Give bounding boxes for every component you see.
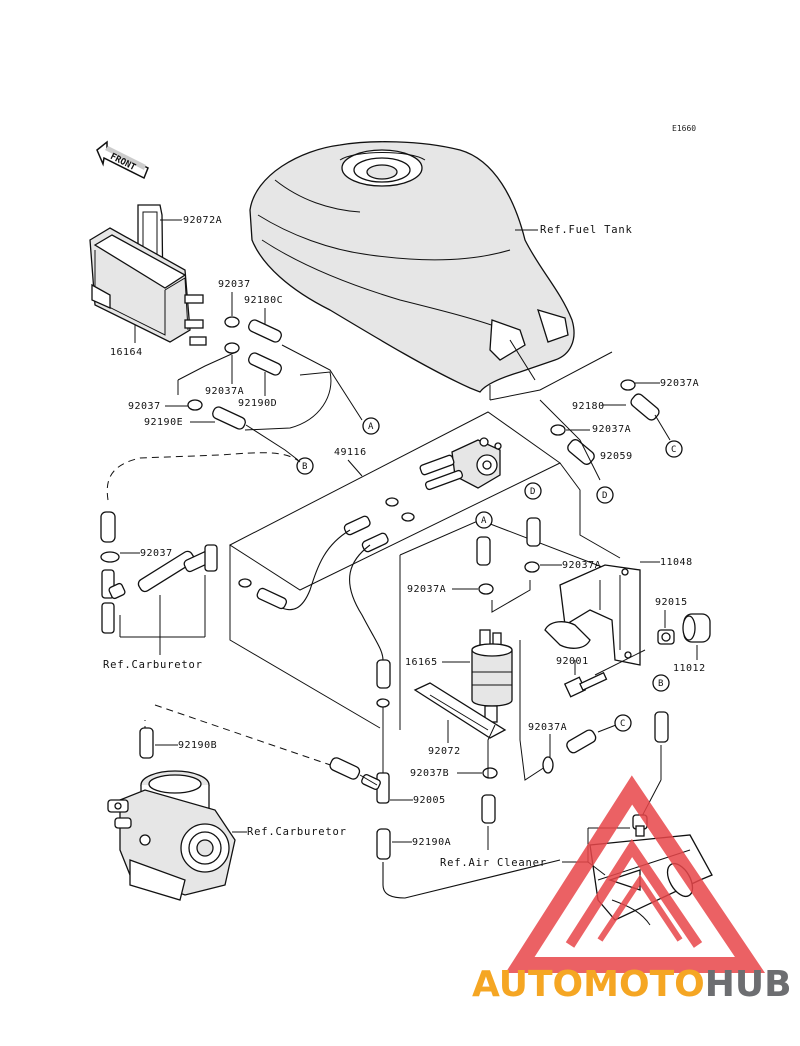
label-92190E: 92190E <box>144 417 183 428</box>
label-92072: 92072 <box>428 746 461 757</box>
svg-text:B: B <box>302 462 307 472</box>
front-arrow-icon: FRONT <box>96 140 149 180</box>
connector-A-top: A <box>362 417 380 435</box>
label-92015: 92015 <box>655 597 688 608</box>
label-92190A: 92190A <box>412 837 451 848</box>
label-92037-mid: 92037 <box>128 401 161 412</box>
cap-11012 <box>682 613 711 643</box>
fuel-tank <box>249 141 575 400</box>
label-ref-carburetor-1: Ref.Carburetor <box>103 659 203 671</box>
label-ref-air-cleaner: Ref.Air Cleaner <box>440 857 547 869</box>
label-16165: 16165 <box>405 657 438 668</box>
svg-text:C: C <box>671 445 676 455</box>
connector-A-mid: A <box>475 511 493 529</box>
label-92072A: 92072A <box>183 215 222 226</box>
label-92037A-c2: 92037A <box>407 584 446 595</box>
label-92190B: 92190B <box>178 740 217 751</box>
label-ref-fuel-tank: Ref.Fuel Tank <box>540 224 633 236</box>
svg-text:A: A <box>368 422 374 432</box>
clamp-icon <box>187 316 240 411</box>
clamp-icon <box>524 561 540 573</box>
clamp-icon <box>550 424 566 436</box>
clamp-icon <box>100 551 120 563</box>
clamp-icon <box>376 698 390 708</box>
hose-segments <box>100 319 282 543</box>
svg-text:B: B <box>658 679 663 689</box>
label-92037A-c: 92037A <box>562 560 601 571</box>
svg-text:A: A <box>481 516 487 526</box>
label-49116: 49116 <box>334 447 367 458</box>
connector-B-right: B <box>652 674 670 692</box>
fuel-cock-49116 <box>419 437 502 491</box>
label-92037A-tr2: 92037A <box>592 424 631 435</box>
fuel-pump-16165 <box>471 629 513 723</box>
connector-C-low: C <box>614 714 632 732</box>
diagram-code: E1660 <box>672 124 696 133</box>
svg-text:C: C <box>620 719 625 729</box>
label-92180: 92180 <box>572 401 605 412</box>
automotohub-watermark-logo <box>505 775 766 973</box>
clamp-icon <box>482 767 498 779</box>
label-92037A-tr: 92037A <box>660 378 699 389</box>
label-11012: 11012 <box>673 663 706 674</box>
grommet-92015 <box>657 629 675 645</box>
label-92059: 92059 <box>600 451 633 462</box>
label-ref-carburetor-2: Ref.Carburetor <box>247 826 347 838</box>
watermark-triangle-icon <box>505 775 766 973</box>
label-92037A-left: 92037A <box>205 386 244 397</box>
label-92037A-low: 92037A <box>528 722 567 733</box>
connector-B-top: B <box>296 457 314 475</box>
clamp-icon <box>542 756 554 774</box>
clamp-icon <box>620 379 636 391</box>
watermark-text: AUTOMOTOHUB <box>472 964 792 1005</box>
label-92190D: 92190D <box>238 398 277 409</box>
clamp-icon <box>401 512 415 522</box>
connector-C-top: C <box>665 440 683 458</box>
carburetor <box>107 770 236 901</box>
label-92037B: 92037B <box>410 768 449 779</box>
svg-text:D: D <box>602 491 607 501</box>
clamp-icon <box>385 497 399 507</box>
label-92180C: 92180C <box>244 295 283 306</box>
label-92005: 92005 <box>413 795 446 806</box>
bracket-11048 <box>544 564 641 666</box>
svg-text:D: D <box>530 487 535 497</box>
canister-16164 <box>89 204 207 346</box>
label-16164: 16164 <box>110 347 143 358</box>
label-92037-top: 92037 <box>218 279 251 290</box>
label-92037-left: 92037 <box>140 548 173 559</box>
connector-D-right: D <box>596 486 614 504</box>
label-92001: 92001 <box>556 656 589 667</box>
connector-D-mid: D <box>524 482 542 500</box>
clamp-icon <box>478 583 494 595</box>
bolt-92001 <box>563 671 608 698</box>
label-11048: 11048 <box>660 557 693 568</box>
